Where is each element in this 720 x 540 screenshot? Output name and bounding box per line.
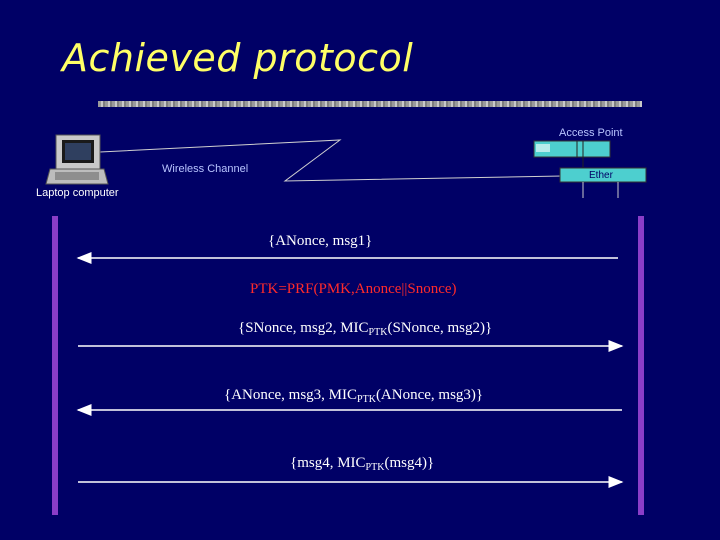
title-divider	[98, 101, 642, 107]
access-point-icon	[533, 140, 647, 198]
laptop-lifeline	[52, 216, 58, 515]
ptk-derivation: PTK=PRF(PMK,Anonce||Snonce)	[250, 281, 457, 297]
lightning-link-icon	[99, 139, 563, 182]
wireless-channel-label: Wireless Channel	[162, 163, 249, 175]
message-4: {msg4, MICPTK(msg4)}	[290, 455, 434, 473]
message-4-prefix: {msg4, MIC	[290, 455, 366, 471]
laptop-icon	[45, 134, 109, 185]
message-2-suffix: (SNonce, msg2)}	[387, 320, 493, 336]
message-3-suffix: (ANonce, msg3)}	[375, 387, 484, 403]
message-1: {ANonce, msg1}	[268, 233, 373, 249]
message-2: {SNonce, msg2, MICPTK(SNonce, msg2)}	[238, 320, 492, 338]
message-3-sub: PTK	[357, 394, 376, 405]
message-3-prefix: {ANonce, msg3, MIC	[224, 387, 358, 403]
ether-label: Ether	[589, 170, 613, 181]
message-2-sub: PTK	[368, 327, 388, 338]
message-3: {ANonce, msg3, MICPTK(ANonce, msg3)}	[224, 387, 483, 405]
access-point-lifeline	[638, 216, 644, 515]
message-4-suffix: (msg4)}	[384, 455, 435, 471]
access-point-label: Access Point	[559, 127, 623, 139]
message-2-prefix: {SNonce, msg2, MIC	[238, 320, 369, 336]
slide-title: Achieved protocol	[62, 36, 414, 80]
message-4-sub: PTK	[365, 462, 385, 473]
laptop-label: Laptop computer	[36, 187, 119, 199]
